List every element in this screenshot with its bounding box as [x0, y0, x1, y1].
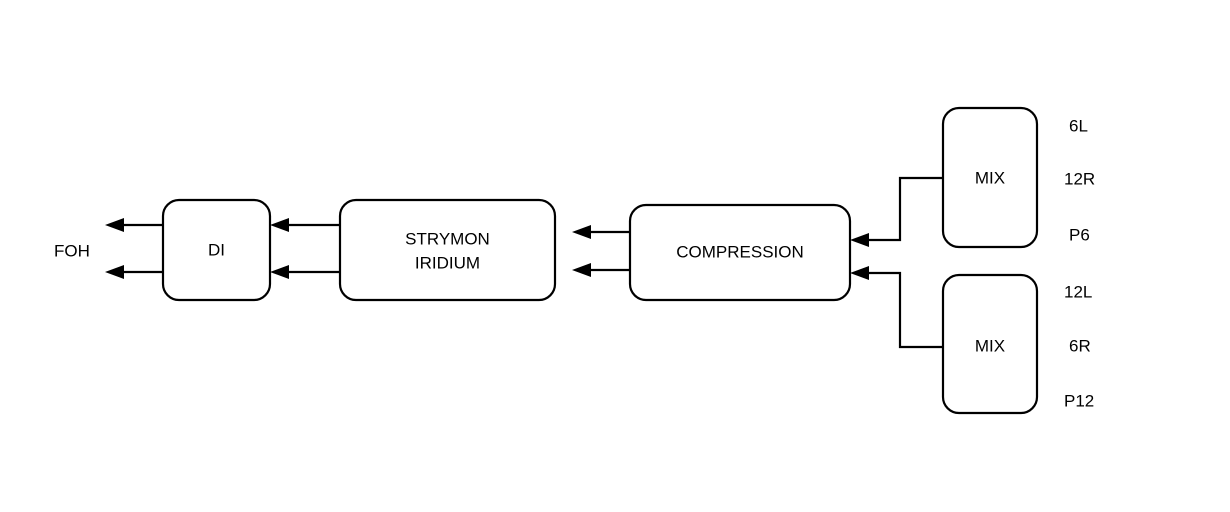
mix-bottom-port-label-1: 12L [1064, 282, 1092, 301]
node-compression[interactable]: COMPRESSION [628, 203, 852, 302]
node-strymon-iridium-box[interactable] [338, 198, 557, 302]
arrow-head-icon [850, 266, 869, 280]
node-di-box[interactable] [161, 198, 272, 302]
node-mix-top-box[interactable] [941, 106, 1039, 249]
mix-bottom-port-label-2: 6R [1069, 336, 1091, 355]
node-compression-label: COMPRESSION [676, 242, 804, 261]
output-label-foh: FOH [54, 241, 90, 260]
connector-mix-top-to-compression [850, 176, 943, 247]
node-strymon-iridium-label-line2: IRIDIUM [415, 253, 480, 272]
node-mix-top[interactable]: MIX [941, 106, 1039, 249]
node-strymon-iridium[interactable]: STRYMON IRIDIUM [338, 198, 557, 302]
connector-compression-to-strymon-lower [572, 263, 630, 277]
mix-top-port-label-1: 6L [1069, 116, 1088, 135]
arrow-head-icon [270, 218, 289, 232]
mix-top-port-label-3: P6 [1069, 225, 1090, 244]
connector-strymon-to-di-upper [270, 218, 340, 232]
node-mix-bottom-box[interactable] [941, 273, 1039, 415]
connector-mix-bottom-to-compression [850, 266, 943, 349]
node-strymon-iridium-label-line1: STRYMON [405, 229, 490, 248]
connector-di-to-foh-lower [105, 265, 163, 279]
arrow-head-icon [105, 218, 124, 232]
node-mix-bottom[interactable]: MIX [941, 273, 1039, 415]
mix-bottom-port-label-3: P12 [1064, 391, 1094, 410]
node-di-label: DI [208, 240, 225, 259]
arrow-head-icon [850, 233, 869, 247]
connector-strymon-to-di-lower [270, 265, 340, 279]
connector-line [863, 176, 943, 242]
arrow-head-icon [105, 265, 124, 279]
connector-di-to-foh-upper [105, 218, 163, 232]
connector-compression-to-strymon-upper [572, 225, 630, 239]
arrow-head-icon [270, 265, 289, 279]
node-mix-top-label: MIX [975, 168, 1005, 187]
node-compression-box[interactable] [628, 203, 852, 302]
mix-top-port-label-2: 12R [1064, 169, 1095, 188]
connector-line [863, 271, 943, 349]
arrow-head-icon [572, 225, 591, 239]
arrow-head-icon [572, 263, 591, 277]
node-di[interactable]: DI [161, 198, 272, 302]
node-mix-bottom-label: MIX [975, 336, 1005, 355]
